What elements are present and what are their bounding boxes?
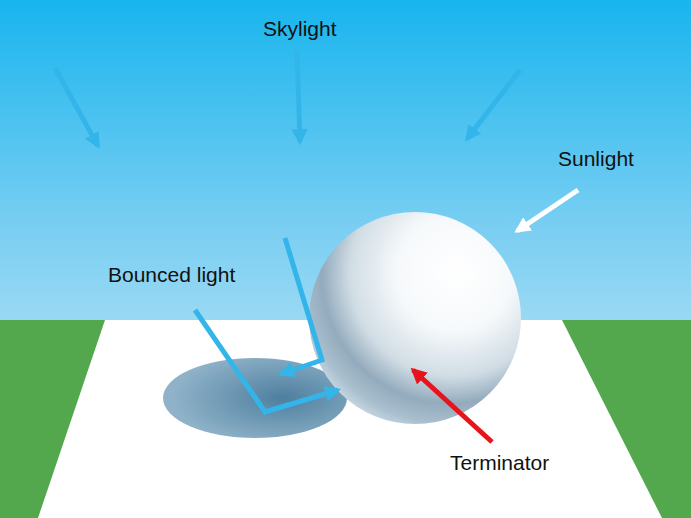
bounced-light-label: Bounced light <box>108 262 235 287</box>
terminator-label: Terminator <box>450 450 549 475</box>
sphere <box>309 212 521 424</box>
skylight-label: Skylight <box>263 16 337 41</box>
sunlight-arrow <box>517 190 578 231</box>
sunlight-label: Sunlight <box>558 146 634 171</box>
terminator-arrow <box>413 370 492 442</box>
skylight-arrows <box>55 50 520 146</box>
